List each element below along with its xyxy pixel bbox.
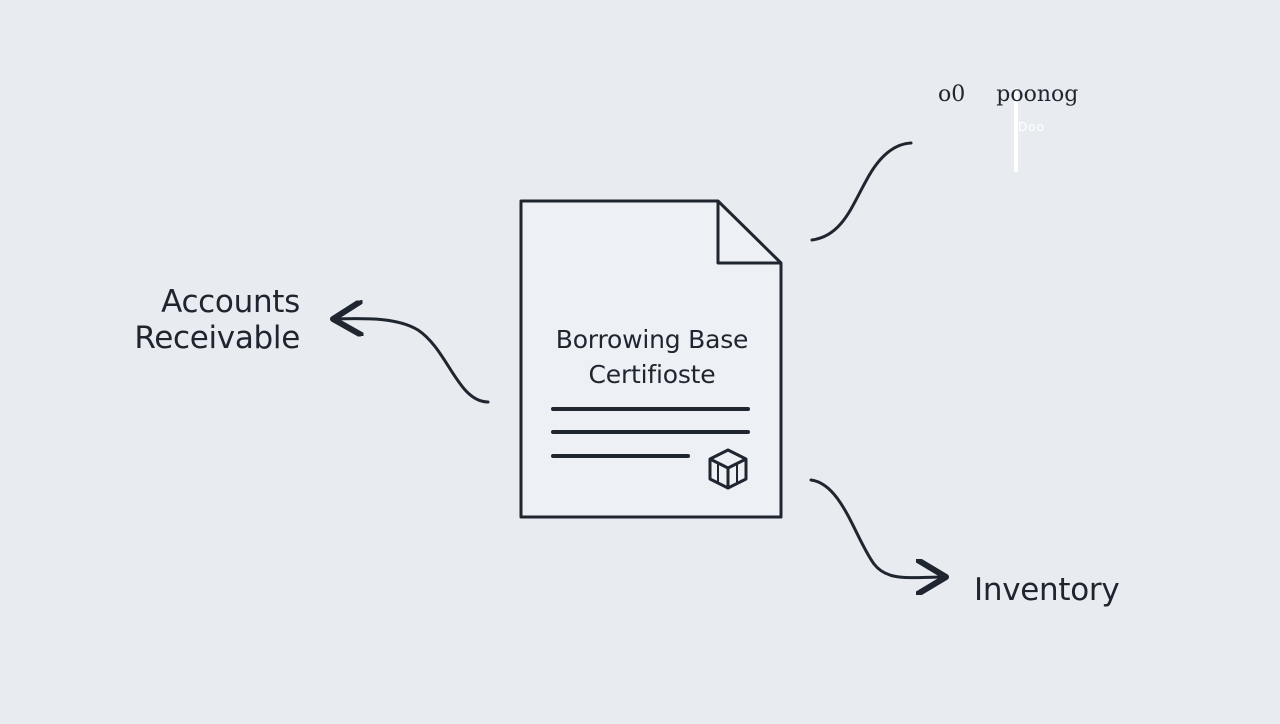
accounts-label-line-2: Receivable xyxy=(134,320,300,356)
accounts-label-line-1: Accounts xyxy=(161,284,300,320)
document-title-line-1: Borrowing Base xyxy=(555,325,749,354)
document-title-line-2: Certifioste xyxy=(588,360,716,389)
top-right-scribble: o0 poonog xyxy=(938,82,1102,107)
connector-top-right xyxy=(810,141,913,242)
scribble-left-text: o0 xyxy=(938,82,966,107)
arrow-left-icon xyxy=(333,319,490,404)
inventory-label: Inventory xyxy=(974,572,1120,608)
arrow-right-icon xyxy=(809,478,946,578)
document-title: Borrowing Base Certifioste xyxy=(522,322,782,392)
box-icon xyxy=(708,448,748,490)
accounts-receivable-label: Accounts Receivable xyxy=(110,284,300,356)
scribble-subtext: Doo xyxy=(1018,120,1045,134)
document-icon xyxy=(519,199,783,519)
scribble-right-text: poonog xyxy=(996,82,1079,107)
